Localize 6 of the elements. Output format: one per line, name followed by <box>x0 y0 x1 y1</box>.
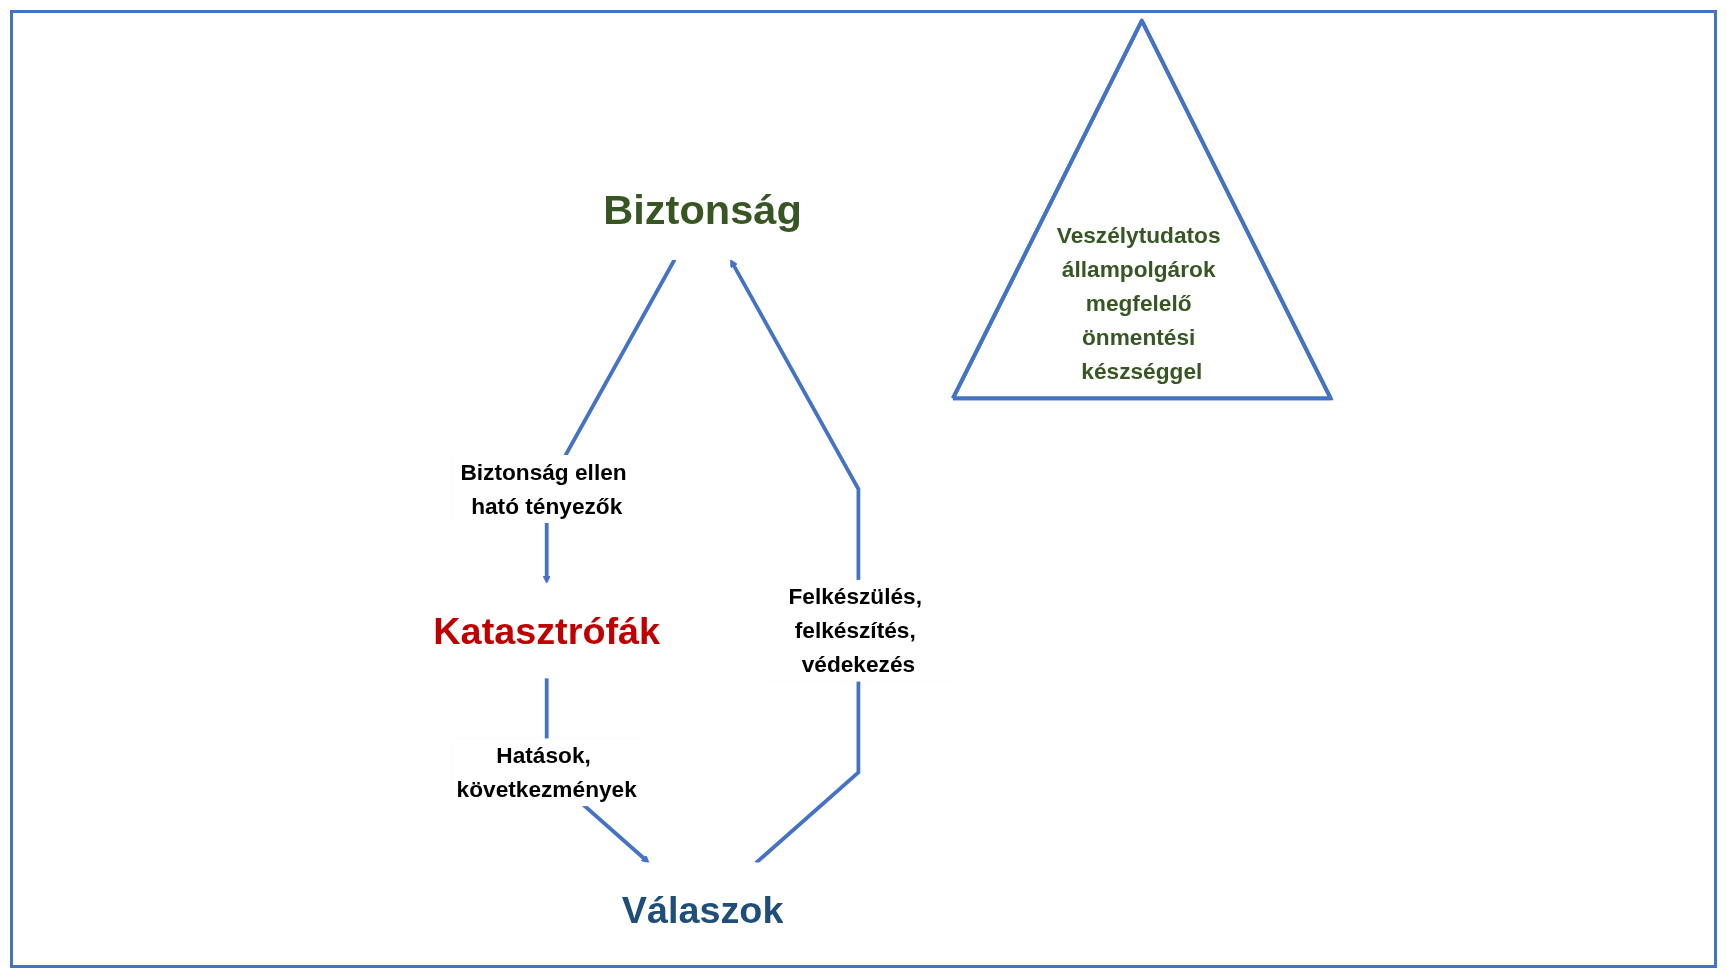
edge-label: Hatások, következmények <box>456 742 638 802</box>
node-text: Katasztrófák <box>433 609 661 652</box>
node-text: Biztonság <box>603 185 803 233</box>
edge-label: Felkészülés, felkészítés, védekezés <box>788 583 923 677</box>
edge-label: Biztonság ellen ható tényezők <box>460 458 628 519</box>
node-text: Válaszok <box>622 889 784 931</box>
